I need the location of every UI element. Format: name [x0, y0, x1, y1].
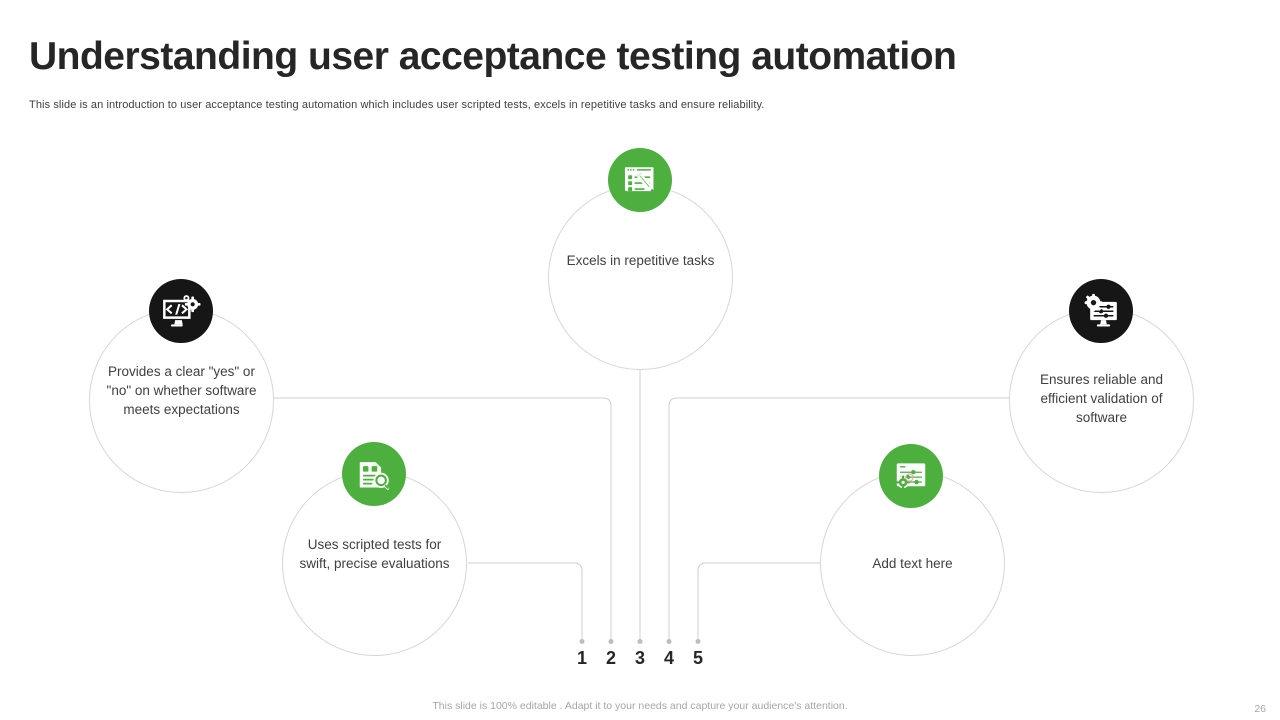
node-3-ring — [548, 185, 733, 370]
marker-2[interactable]: 2 — [595, 639, 627, 673]
node-1[interactable]: Provides a clear "yes" or "no" on whethe… — [89, 279, 274, 493]
page-subtitle: This slide is an introduction to user ac… — [29, 99, 765, 111]
node-2-label: Uses scripted tests for swift, precise e… — [299, 537, 450, 571]
node-3[interactable]: Excels in repetitive tasks — [548, 148, 733, 370]
connector-5 — [697, 562, 821, 641]
marker-3-label: 3 — [634, 648, 646, 668]
node-3-label: Excels in repetitive tasks — [566, 253, 715, 268]
footer-note: This slide is 100% editable . Adapt it t… — [432, 700, 848, 712]
marker-4-label: 4 — [663, 648, 675, 668]
connector-4 — [668, 397, 1009, 641]
connector-1 — [468, 562, 583, 641]
node-5-label: Ensures reliable and efficient validatio… — [1039, 372, 1164, 425]
node-4[interactable]: Add text here — [820, 444, 1005, 656]
marker-3-dot — [637, 639, 643, 644]
page-title: Understanding user acceptance testing au… — [29, 35, 957, 78]
marker-5-dot — [695, 639, 701, 644]
marker-1-dot — [579, 639, 585, 644]
connector-2 — [273, 397, 612, 641]
monitor-gear-sliders-icon[interactable] — [1069, 279, 1133, 343]
monitor-code-gear-icon[interactable] — [149, 279, 213, 343]
node-5[interactable]: Ensures reliable and efficient validatio… — [1009, 279, 1194, 493]
marker-1-label: 1 — [576, 648, 588, 668]
document-magnifier-icon[interactable] — [342, 442, 406, 506]
marker-5[interactable]: 5 — [682, 639, 714, 673]
marker-4-dot — [666, 639, 672, 644]
marker-5-label: 5 — [692, 648, 704, 668]
page-number: 26 — [1254, 703, 1266, 715]
node-4-label: Add text here — [872, 556, 953, 571]
marker-2-label: 2 — [605, 648, 617, 668]
checklist-pencil-icon[interactable] — [608, 148, 672, 212]
marker-3[interactable]: 3 — [624, 639, 656, 673]
node-1-ring — [89, 308, 274, 493]
monitor-sliders-gear-icon[interactable] — [879, 444, 943, 508]
marker-4[interactable]: 4 — [653, 639, 685, 673]
node-1-label: Provides a clear "yes" or "no" on whethe… — [106, 364, 257, 417]
node-2[interactable]: Uses scripted tests for swift, precise e… — [282, 442, 467, 656]
marker-1[interactable]: 1 — [566, 639, 598, 673]
marker-2-dot — [608, 639, 614, 644]
